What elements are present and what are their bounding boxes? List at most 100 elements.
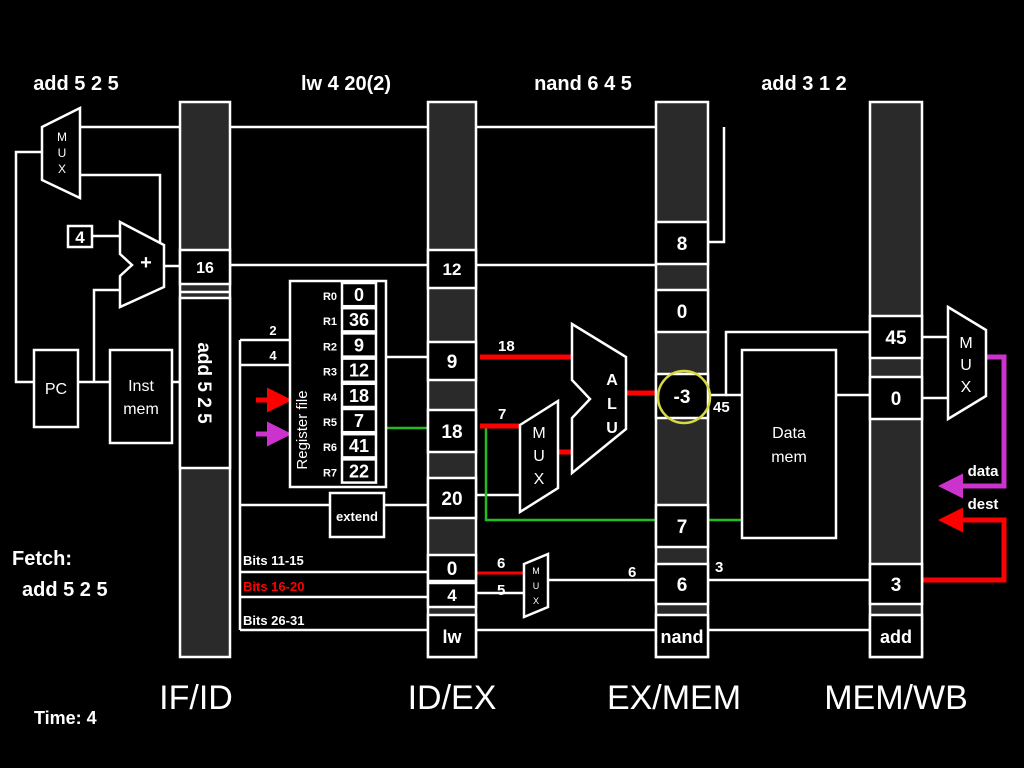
ex-mem-target-cell bbox=[654, 220, 710, 266]
register-cell bbox=[340, 281, 378, 308]
if-id-pc-cell bbox=[178, 248, 232, 286]
wb-mux-u: U bbox=[960, 357, 972, 374]
register-name: R3 bbox=[323, 367, 337, 379]
mem-wb-opcode-value: add bbox=[880, 627, 912, 647]
mem-wb-dest-value: 3 bbox=[891, 575, 902, 596]
ex-mem-eq-value: 0 bbox=[677, 302, 688, 323]
mem-wb-data-value: 45 bbox=[885, 328, 907, 349]
id-ex-offset-cell bbox=[426, 476, 478, 520]
wire-pc-to-adder bbox=[92, 288, 120, 382]
dest-mux-u: U bbox=[533, 581, 540, 591]
wire-forward-green bbox=[484, 428, 656, 522]
id-ex-reg-a-cell bbox=[426, 340, 478, 382]
pc-mux-x: X bbox=[58, 162, 66, 176]
if-id-pc-value: 16 bbox=[196, 260, 214, 277]
register-cell bbox=[340, 306, 378, 333]
alu-b-mux-m: M bbox=[532, 425, 545, 442]
register-name: R0 bbox=[323, 291, 337, 303]
register-name: R5 bbox=[323, 417, 337, 429]
ex-mem-opcode-value: nand bbox=[661, 627, 704, 647]
alu-a: A bbox=[606, 372, 618, 389]
if-id-register: 16 add 5 2 5 bbox=[178, 100, 232, 659]
const-four-box bbox=[66, 224, 94, 249]
ex-mem-target-value: 8 bbox=[677, 234, 688, 255]
register-name: R4 bbox=[323, 392, 338, 404]
mem-wb-register: 45 0 3 add bbox=[868, 100, 924, 659]
id-ex-reg-a-value: 9 bbox=[447, 352, 458, 373]
wire-mux-to-pc bbox=[14, 150, 42, 384]
alu-b-mux-x: X bbox=[534, 471, 545, 488]
wire-dest-wb-red bbox=[922, 507, 1007, 583]
pc-adder bbox=[118, 219, 166, 309]
ex-mem-eq-cell bbox=[654, 288, 710, 334]
register-value: 22 bbox=[349, 461, 369, 481]
ex-mem-regb-value: 7 bbox=[677, 517, 688, 538]
pc-mux-u: U bbox=[58, 146, 67, 160]
extend-label: extend bbox=[336, 509, 378, 524]
wires bbox=[14, 125, 948, 632]
register-cell bbox=[340, 332, 378, 358]
fetch-label: Fetch: bbox=[12, 548, 72, 570]
mem-wb-alu-cell bbox=[868, 375, 924, 421]
register-name: R2 bbox=[323, 341, 337, 353]
ex-mem-dest-value: 6 bbox=[677, 575, 688, 596]
reg-a-select: 2 bbox=[269, 323, 276, 338]
wb-data-label: data bbox=[968, 463, 1000, 480]
wb-mux-m: M bbox=[959, 335, 972, 352]
wire-alu-to-mem bbox=[710, 330, 870, 397]
register-cell bbox=[340, 432, 378, 459]
bits-26-31-label: Bits 26-31 bbox=[243, 613, 304, 628]
wire-pc-plus-one-mux bbox=[80, 173, 162, 245]
pc-label: PC bbox=[45, 381, 67, 398]
ex-mem-regb-cell bbox=[654, 503, 710, 549]
id-ex-reg-b-value: 18 bbox=[441, 422, 462, 443]
mem-wb-alu-value: 0 bbox=[891, 389, 902, 410]
pc-box bbox=[32, 348, 80, 429]
register-name: R6 bbox=[323, 442, 337, 454]
reg-b-select: 4 bbox=[269, 348, 277, 363]
id-ex-register: 12 9 18 20 0 4 lw bbox=[426, 100, 478, 659]
wb-dest-label: dest bbox=[968, 496, 999, 513]
pc-adder-plus: + bbox=[140, 252, 152, 274]
ex-mem-alu-value: -3 bbox=[674, 387, 691, 408]
const-four: 4 bbox=[75, 228, 85, 247]
inst-mem-label-1: Inst bbox=[128, 378, 154, 395]
ex-mem-opcode-cell bbox=[654, 613, 710, 659]
if-id-instr-cell bbox=[178, 296, 232, 470]
inst-mem-box bbox=[108, 348, 174, 445]
time-label: Time: 4 bbox=[34, 708, 97, 728]
pc-mux-m: M bbox=[57, 130, 67, 144]
stage-instruction-mem: add 3 1 2 bbox=[761, 73, 847, 95]
register-value: 0 bbox=[354, 285, 364, 305]
register-name: R1 bbox=[323, 316, 337, 328]
id-ex-pc-cell bbox=[426, 248, 478, 290]
id-ex-dest2-value: 4 bbox=[447, 586, 457, 605]
dest-mux-x: X bbox=[533, 596, 539, 606]
inst-mem-label-2: mem bbox=[123, 401, 159, 418]
register-cell bbox=[340, 458, 378, 484]
dest-mux-m: M bbox=[532, 566, 540, 576]
active-wires bbox=[256, 354, 1007, 583]
bits-11-15-label: Bits 11-15 bbox=[243, 553, 304, 568]
alu-in-a-value: 18 bbox=[498, 338, 515, 355]
wire-ex-mem-feedback bbox=[708, 127, 726, 244]
bits-16-20-label: Bits 16-20 bbox=[243, 579, 304, 594]
alu-forward-value: 45 bbox=[713, 399, 730, 416]
dest-out-value: 6 bbox=[628, 564, 636, 581]
alu-b-mux-u: U bbox=[533, 448, 545, 465]
alu-b-mux bbox=[518, 398, 560, 515]
id-ex-label: ID/EX bbox=[408, 679, 497, 717]
dest-in-2-value: 5 bbox=[497, 582, 505, 599]
id-ex-dest1-cell bbox=[426, 553, 478, 583]
fetch-instruction: add 5 2 5 bbox=[22, 579, 108, 601]
register-name: R7 bbox=[323, 467, 337, 479]
id-ex-pc-value: 12 bbox=[443, 260, 462, 279]
ex-mem-label: EX/MEM bbox=[607, 679, 741, 717]
id-ex-opcode-cell bbox=[426, 613, 478, 659]
alu-in-b-value: 7 bbox=[498, 406, 506, 423]
alu bbox=[570, 321, 628, 476]
dest-in-1-value: 6 bbox=[497, 555, 505, 572]
data-mem-box bbox=[740, 348, 838, 540]
register-value: 9 bbox=[354, 335, 364, 355]
